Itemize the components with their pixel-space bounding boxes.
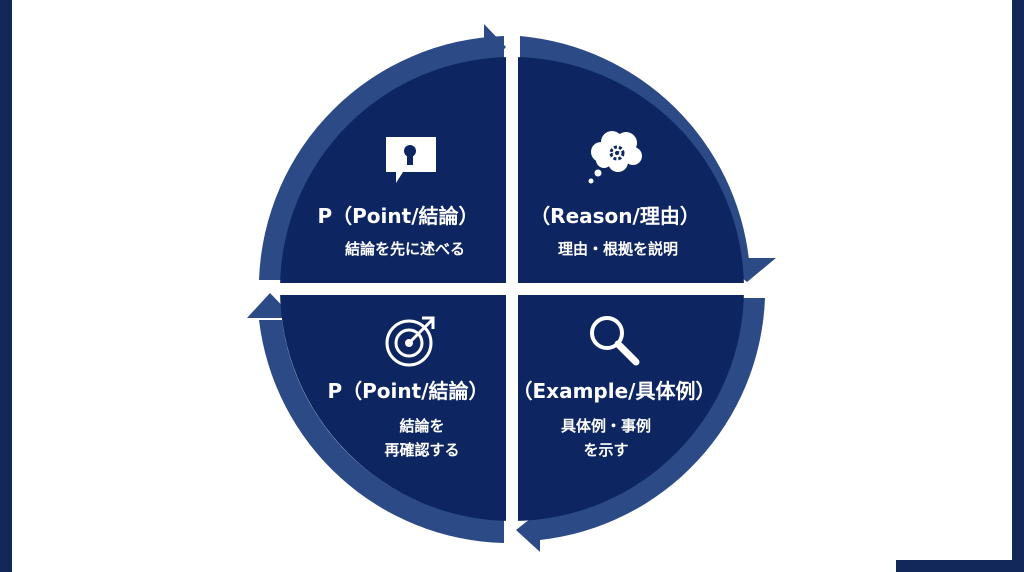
quadrant-point-again-title: P（Point/結論） <box>327 379 488 403</box>
quadrant-point-again-desc-line2: 再確認する <box>384 441 459 459</box>
quadrant-reason-desc: 理由・根拠を説明 <box>558 240 678 258</box>
ring-arc-bottom-right <box>540 298 765 540</box>
frame-left-bar <box>0 0 12 572</box>
quadrant-point-again-desc-line1: 結論を <box>399 417 444 435</box>
quadrant-example-desc-line1: 具体例・事例 <box>561 417 651 435</box>
frame-corner-bar <box>896 560 1024 572</box>
frame-right-bar <box>1012 0 1024 572</box>
quadrant-point-title: P（Point/結論） <box>317 204 478 228</box>
magnifier-icon <box>590 316 640 366</box>
speech-bubble-keyhole-icon <box>386 137 436 183</box>
ring-arc-bottom-left <box>259 320 504 543</box>
quadrant-example-title: （Example/具体例） <box>513 379 716 403</box>
quadrant-example-desc-line2: を示す <box>583 441 628 459</box>
quadrant-point-desc: 結論を先に述べる <box>345 240 465 258</box>
arrowhead-bottom <box>516 511 540 552</box>
target-arrow-icon <box>385 316 435 367</box>
thought-bubble-gear-icon <box>588 131 642 184</box>
quadrant-reason-title: （Reason/理由） <box>530 204 700 228</box>
